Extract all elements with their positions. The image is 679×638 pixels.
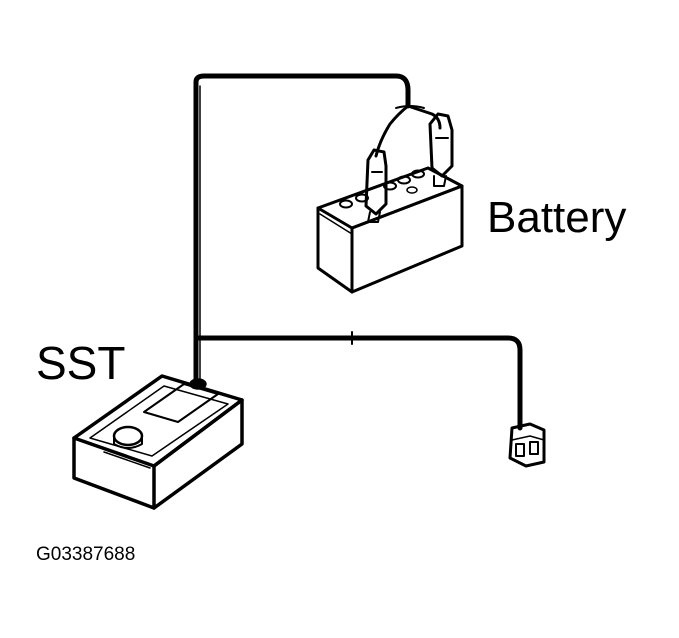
- main-wire: [193, 73, 523, 431]
- connector-plug-icon: [508, 422, 546, 468]
- battery-leads: [374, 104, 442, 158]
- figure-code: G03387688: [36, 544, 136, 565]
- sst-label: SST: [36, 337, 126, 389]
- right-clamp-icon: [428, 112, 454, 187]
- left-clamp-icon: [364, 148, 388, 223]
- battery-icon: [316, 166, 464, 294]
- sst-device-icon: [72, 374, 244, 510]
- battery-label: Battery: [487, 193, 627, 242]
